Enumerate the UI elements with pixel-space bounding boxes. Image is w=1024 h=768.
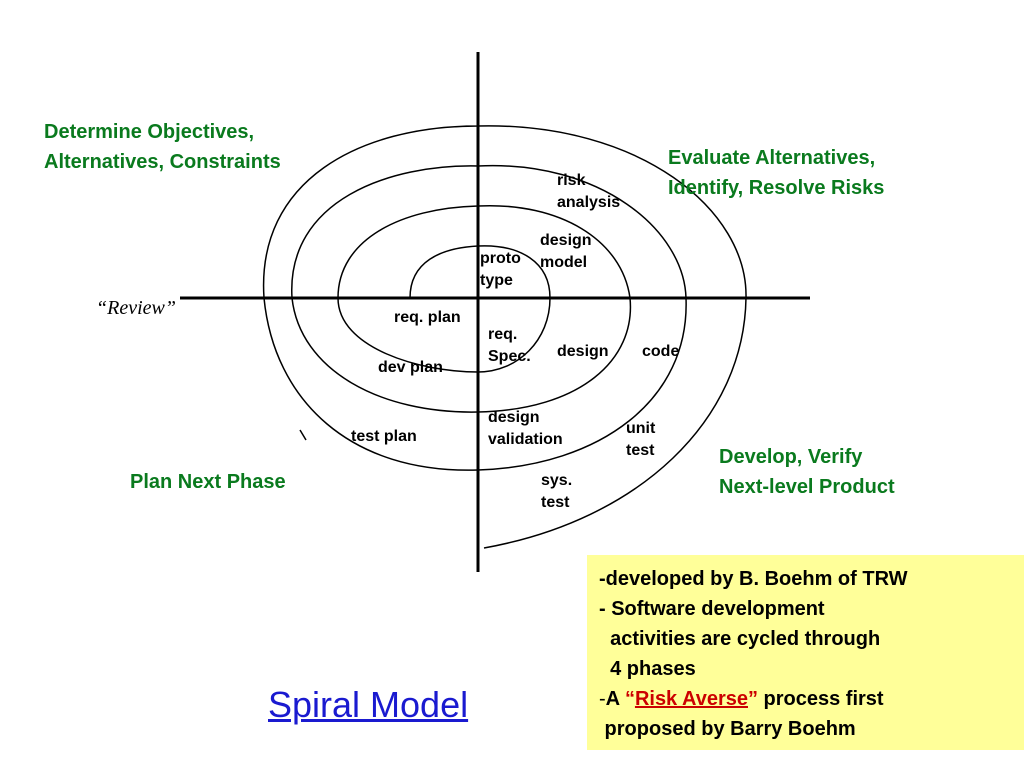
quadrant-label-evaluate-alternatives: Evaluate Alternatives, Identify, Resolve… [668,143,884,203]
step-line: dev plan [378,359,443,376]
step-line: test plan [351,428,417,445]
note-line: proposed by Barry Boehm [599,718,856,740]
step-test-plan: test plan [351,426,417,448]
quadrant-label-develop-verify: Develop, Verify Next-level Product [719,442,895,502]
risk-averse-close-quote: ” [747,688,758,710]
step-sys-test: sys. test [541,470,572,514]
step-design: design [557,341,609,363]
note-text: process first [757,688,884,710]
step-design-model: design model [540,230,592,274]
quadrant-line: Evaluate Alternatives, [668,147,876,169]
risk-averse-open-quote: “ [624,688,635,710]
note-line: -developed by B. Boehm of TRW [599,568,908,590]
quadrant-line: Next-level Product [719,476,895,498]
spiral-tail-tick [299,429,307,441]
step-dev-plan: dev plan [378,357,443,379]
step-risk-analysis: risk analysis [557,170,620,214]
step-line: model [540,254,588,271]
step-line: design [557,343,609,360]
note-line-risk-averse: -A “Risk Averse” process first [599,684,1024,714]
step-line: test [626,442,655,459]
step-design-validation: design validation [488,407,563,451]
page-title[interactable]: Spiral Model [268,684,469,725]
note-dash: - [599,688,606,710]
quadrant-line: Develop, Verify [719,446,863,468]
step-line: analysis [557,194,621,211]
info-note-box: -developed by B. Boehm of TRW - Software… [587,555,1024,750]
step-line: sys. [541,472,573,489]
step-line: design [488,409,540,426]
risk-averse-link[interactable]: Risk Averse [634,688,748,710]
step-line: type [480,272,513,289]
step-req-spec: req. Spec. [488,324,531,368]
step-line: proto [480,250,521,267]
quadrant-line: Determine Objectives, [44,121,255,143]
step-line: design [540,232,592,249]
step-code: code [642,341,679,363]
step-line: Spec. [488,348,531,365]
step-line: req. plan [394,309,461,326]
quadrant-line: Plan Next Phase [130,471,286,493]
step-req-plan: req. plan [394,307,461,329]
quadrant-label-determine-objectives: Determine Objectives, Alternatives, Cons… [44,117,281,177]
note-line: - Software development [599,598,825,620]
spiral-curve [262,125,747,549]
step-line: code [642,343,680,360]
step-unit-test: unit test [626,418,655,462]
note-text: A [605,688,625,710]
step-line: req. [488,326,518,343]
quadrant-line: Alternatives, Constraints [44,151,281,173]
note-line: activities are cycled through [599,628,881,650]
note-line: 4 phases [599,658,696,680]
step-line: validation [488,431,563,448]
quadrant-label-plan-next-phase: Plan Next Phase [130,467,286,497]
quadrant-line: Identify, Resolve Risks [668,177,885,199]
step-prototype: proto type [480,248,521,292]
step-line: risk [557,172,586,189]
review-label: “Review” [96,297,176,319]
step-line: test [541,494,570,511]
step-line: unit [626,420,656,437]
